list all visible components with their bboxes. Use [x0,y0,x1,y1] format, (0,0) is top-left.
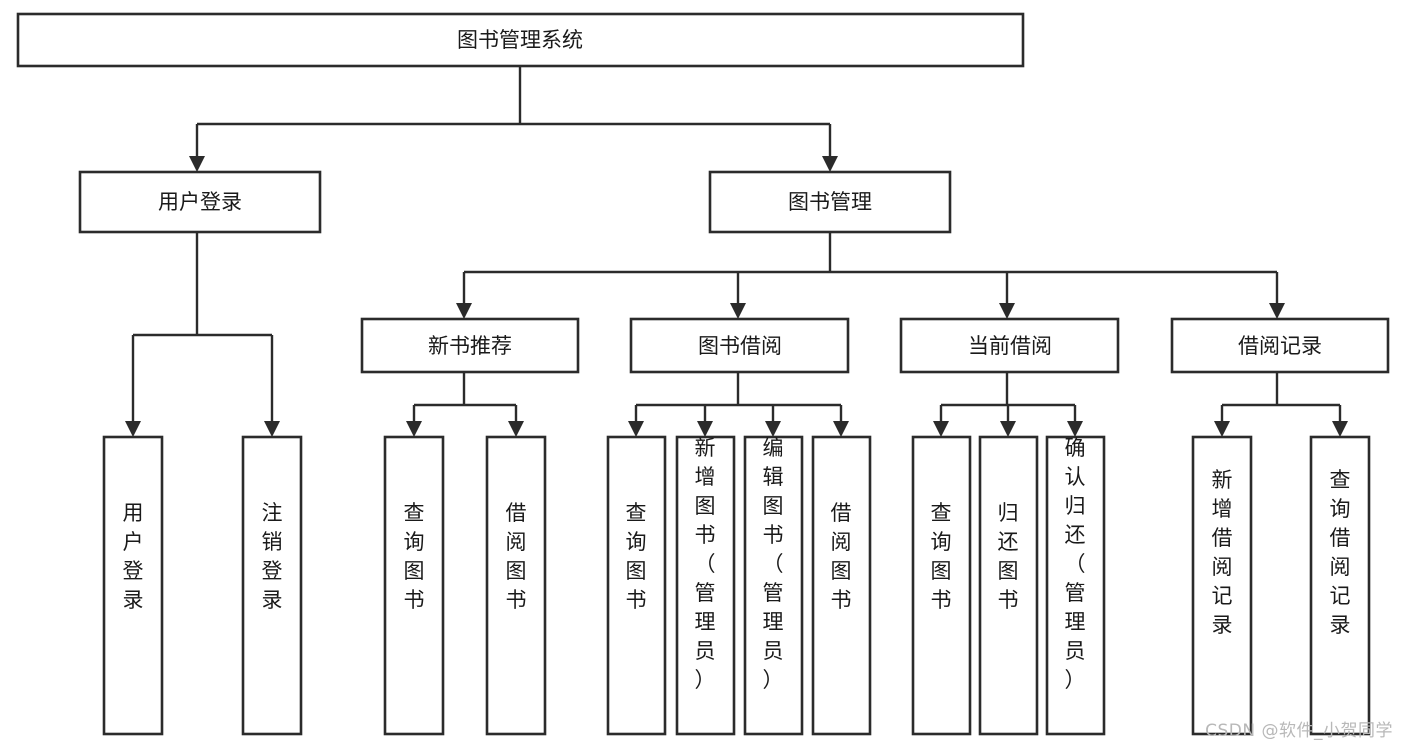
node-book-borrow-box[interactable] [629,317,850,374]
node-leaf-borrow-book-2-box[interactable] [811,435,872,736]
node-leaf-user-login[interactable]: 用户登录 [102,435,164,736]
node-leaf-add-book-label: 新增图书（管理员） [695,436,716,692]
arrow-head-leaf-confirm-return [1067,421,1083,437]
node-leaf-add-record[interactable]: 新增借阅记录 [1191,435,1253,736]
arrow-head-current-borrow [999,303,1015,319]
node-leaf-add-book-box[interactable] [675,435,736,736]
connector-group-current-borrow [933,372,1083,437]
node-current-borrow-label: 当前借阅 [968,334,1052,358]
node-leaf-query-book-2-box[interactable] [606,435,667,736]
connector-group-new-book-recommend [406,372,524,437]
node-leaf-query-book-3-label: 查询图书 [931,501,952,612]
arrow-head-leaf-add-record [1214,421,1230,437]
node-leaf-return-book[interactable]: 归还图书 [978,435,1039,736]
arrow-head-leaf-borrow-book-2 [833,421,849,437]
node-leaf-add-book[interactable]: 新增图书（管理员） [675,435,736,736]
node-leaf-query-book-1-label: 查询图书 [404,501,425,612]
node-leaf-query-record-box[interactable] [1309,435,1371,736]
node-book-management[interactable]: 图书管理 [708,170,952,234]
csdn-watermark: CSDN @软件_小贺同学 [1205,721,1393,741]
arrow-head-leaf-query-book-2 [628,421,644,437]
node-book-management-box[interactable] [708,170,952,234]
connector-group-user-login [125,232,280,437]
node-leaf-borrow-book-2[interactable]: 借阅图书 [811,435,872,736]
node-leaf-edit-book-box[interactable] [743,435,804,736]
arrow-head-leaf-edit-book [765,421,781,437]
node-leaf-query-book-2[interactable]: 查询图书 [606,435,667,736]
node-leaf-return-book-label: 归还图书 [998,501,1019,612]
node-root-label: 图书管理系统 [457,28,583,52]
node-leaf-confirm-return-label: 确认归还（管理员） [1065,436,1086,692]
node-leaf-user-logout-label: 注销登录 [262,501,283,612]
connector-group-book-management [456,232,1285,319]
arrow-head-book-management [822,156,838,172]
node-leaf-query-record-label: 查询借阅记录 [1330,468,1351,637]
node-leaf-borrow-book-1[interactable]: 借阅图书 [485,435,547,736]
node-leaf-borrow-book-2-label: 借阅图书 [831,501,852,612]
connector-group-root [189,66,838,172]
node-leaf-add-record-label: 新增借阅记录 [1212,468,1233,637]
node-new-book-recommend[interactable]: 新书推荐 [360,317,580,374]
node-leaf-confirm-return[interactable]: 确认归还（管理员） [1045,435,1106,736]
arrow-head-leaf-user-logout [264,421,280,437]
node-borrow-record-box[interactable] [1170,317,1390,374]
connector-group-book-borrow [628,372,849,437]
node-new-book-recommend-label: 新书推荐 [428,334,512,358]
node-borrow-record-label: 借阅记录 [1238,334,1322,358]
arrow-head-borrow-record [1269,303,1285,319]
node-user-login[interactable]: 用户登录 [78,170,322,234]
arrow-head-leaf-return-book [1000,421,1016,437]
node-leaf-query-book-1[interactable]: 查询图书 [383,435,445,736]
arrow-head-leaf-query-book-1 [406,421,422,437]
node-root[interactable]: 图书管理系统 [16,12,1025,68]
arrow-head-leaf-add-book [697,421,713,437]
node-leaf-edit-book[interactable]: 编辑图书（管理员） [743,435,804,736]
node-leaf-confirm-return-box[interactable] [1045,435,1106,736]
arrow-head-leaf-borrow-book-1 [508,421,524,437]
node-leaf-user-login-box[interactable] [102,435,164,736]
node-leaf-query-record[interactable]: 查询借阅记录 [1309,435,1371,736]
node-new-book-recommend-box[interactable] [360,317,580,374]
node-current-borrow-box[interactable] [899,317,1120,374]
node-leaf-query-book-1-box[interactable] [383,435,445,736]
arrow-head-leaf-user-login [125,421,141,437]
node-leaf-return-book-box[interactable] [978,435,1039,736]
arrow-head-book-borrow [730,303,746,319]
node-borrow-record[interactable]: 借阅记录 [1170,317,1390,374]
node-leaf-borrow-book-1-box[interactable] [485,435,547,736]
arrow-head-new-book-recommend [456,303,472,319]
node-leaf-borrow-book-1-label: 借阅图书 [506,501,527,612]
node-user-login-box[interactable] [78,170,322,234]
connector-group-borrow-record [1214,372,1348,437]
node-book-management-label: 图书管理 [788,190,872,214]
arrow-head-leaf-query-book-3 [933,421,949,437]
node-book-borrow[interactable]: 图书借阅 [629,317,850,374]
node-leaf-query-book-2-label: 查询图书 [626,501,647,612]
node-leaf-user-login-label: 用户登录 [123,501,144,612]
node-root-box[interactable] [16,12,1025,68]
node-book-borrow-label: 图书借阅 [698,334,782,358]
arrow-head-leaf-query-record [1332,421,1348,437]
node-leaf-query-book-3-box[interactable] [911,435,972,736]
node-leaf-user-logout-box[interactable] [241,435,303,736]
arrow-head-user-login [189,156,205,172]
node-leaf-edit-book-label: 编辑图书（管理员） [763,436,784,692]
node-leaf-add-record-box[interactable] [1191,435,1253,736]
node-leaf-user-logout[interactable]: 注销登录 [241,435,303,736]
node-user-login-label: 用户登录 [158,190,242,214]
node-leaf-query-book-3[interactable]: 查询图书 [911,435,972,736]
node-current-borrow[interactable]: 当前借阅 [899,317,1120,374]
